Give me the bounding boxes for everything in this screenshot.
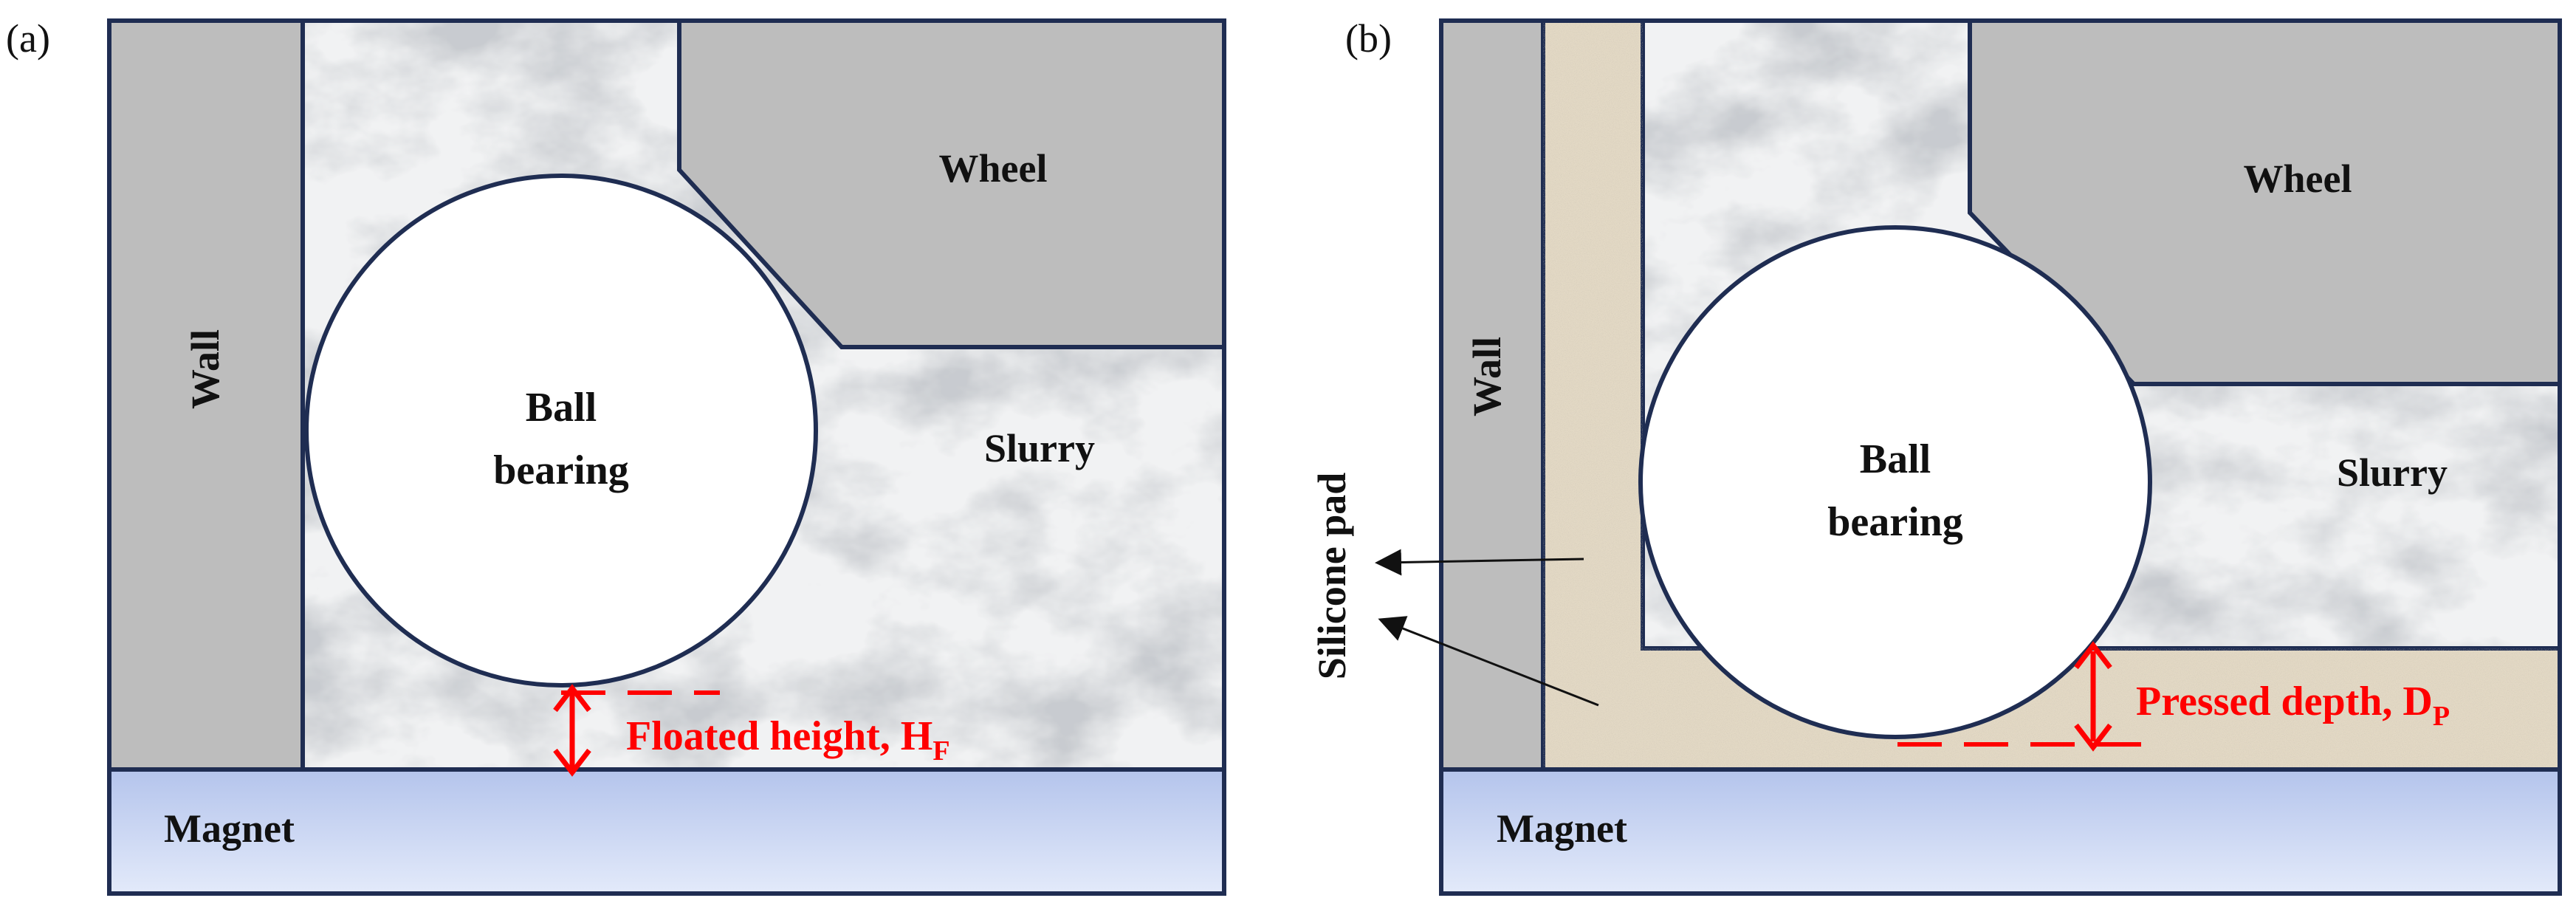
- silicone-pad-arrow-upper: [1375, 549, 1584, 576]
- ball-bearing: [304, 174, 818, 688]
- wheel-label: Wheel: [939, 146, 1048, 191]
- wheel-label: Wheel: [2244, 157, 2352, 201]
- slurry-label: Slurry: [984, 426, 1095, 470]
- pressed-depth-subscript: P: [2433, 701, 2450, 732]
- pressed-depth-arrowhead-bottom: [2074, 723, 2112, 752]
- floated-height-subscript: F: [932, 736, 949, 767]
- pressed-depth-arrowhead-top: [2074, 641, 2112, 670]
- ball-label-line1: Ball: [1860, 436, 1931, 482]
- panel-b-tag: (b): [1345, 16, 1392, 61]
- floated-height-text: Floated height, H: [626, 713, 932, 759]
- magnet: [1439, 767, 2562, 896]
- ball-label-line2: bearing: [493, 448, 629, 493]
- pressed-depth-label: Pressed depth, DP: [2136, 679, 2450, 732]
- slurry-label: Slurry: [2337, 450, 2448, 495]
- pressed-depth-text: Pressed depth, D: [2136, 679, 2433, 724]
- silicone-pad-texture: [1543, 21, 2560, 769]
- wall-label: Wall: [1465, 337, 1509, 416]
- magnet: [107, 767, 1226, 896]
- silicone-pad-label: Silicone pad: [1310, 473, 1354, 680]
- floated-height-label: Floated height, HF: [626, 713, 950, 767]
- panel-a-tag: (a): [6, 16, 50, 61]
- ball-bearing: [1638, 225, 2152, 739]
- silicone-pad-arrow-lower: [1378, 616, 1599, 707]
- panel-b: (b) Wall Wheel Ball bearing Slurry Magne…: [1310, 16, 2562, 896]
- magnet-label: Magnet: [1497, 806, 1627, 851]
- floated-height-arrowhead-top: [553, 684, 591, 713]
- magnet-label: Magnet: [164, 806, 295, 851]
- wall: [1439, 18, 1545, 772]
- floated-height-arrowhead-bottom: [553, 748, 591, 777]
- ball-label-line1: Ball: [526, 385, 597, 431]
- wall-label: Wall: [183, 329, 227, 409]
- ball-label-line2: bearing: [1827, 499, 1963, 545]
- panel-a: (a) Wall Wheel Ball bearing Slurry Magne…: [6, 16, 1226, 896]
